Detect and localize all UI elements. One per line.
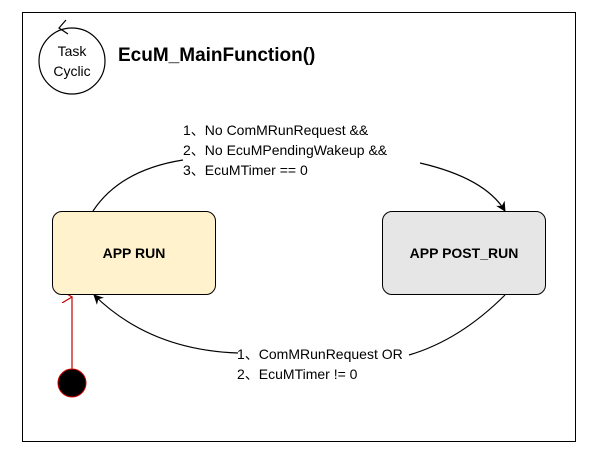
page-title: EcuM_MainFunction() (118, 45, 316, 66)
state-app-post-run: APP POST_RUN (382, 211, 546, 295)
task-cycle-icon (38, 27, 106, 95)
cycle-arrowhead (58, 19, 69, 35)
transition-arrow-to-run (93, 294, 239, 354)
task-label-line1: Task (57, 43, 87, 59)
task-label: Task Cyclic (48, 41, 96, 81)
condition-line: 2、EcuMTimer != 0 (237, 366, 358, 382)
condition-block-to-run: 1、ComMRunRequest OR 2、EcuMTimer != 0 (237, 344, 403, 384)
state-app-run-label: APP RUN (102, 245, 166, 261)
transition-line-upper-left (92, 159, 184, 212)
condition-line: 1、ComMRunRequest OR (237, 346, 403, 362)
transition-arrow-to-post-run (419, 162, 506, 212)
initial-state-dot (57, 368, 87, 398)
task-label-line2: Cyclic (53, 63, 91, 79)
diagram-frame (22, 12, 576, 442)
condition-block-to-post-run: 1、No ComMRunRequest && 2、No EcuMPendingW… (183, 120, 387, 180)
condition-line: 3、EcuMTimer == 0 (183, 162, 308, 178)
state-app-post-run-label: APP POST_RUN (409, 245, 519, 261)
state-app-run: APP RUN (52, 211, 216, 295)
transition-line-lower-right (408, 294, 506, 356)
condition-line: 2、No EcuMPendingWakeup && (183, 142, 388, 158)
condition-line: 1、No ComMRunRequest && (183, 122, 369, 138)
